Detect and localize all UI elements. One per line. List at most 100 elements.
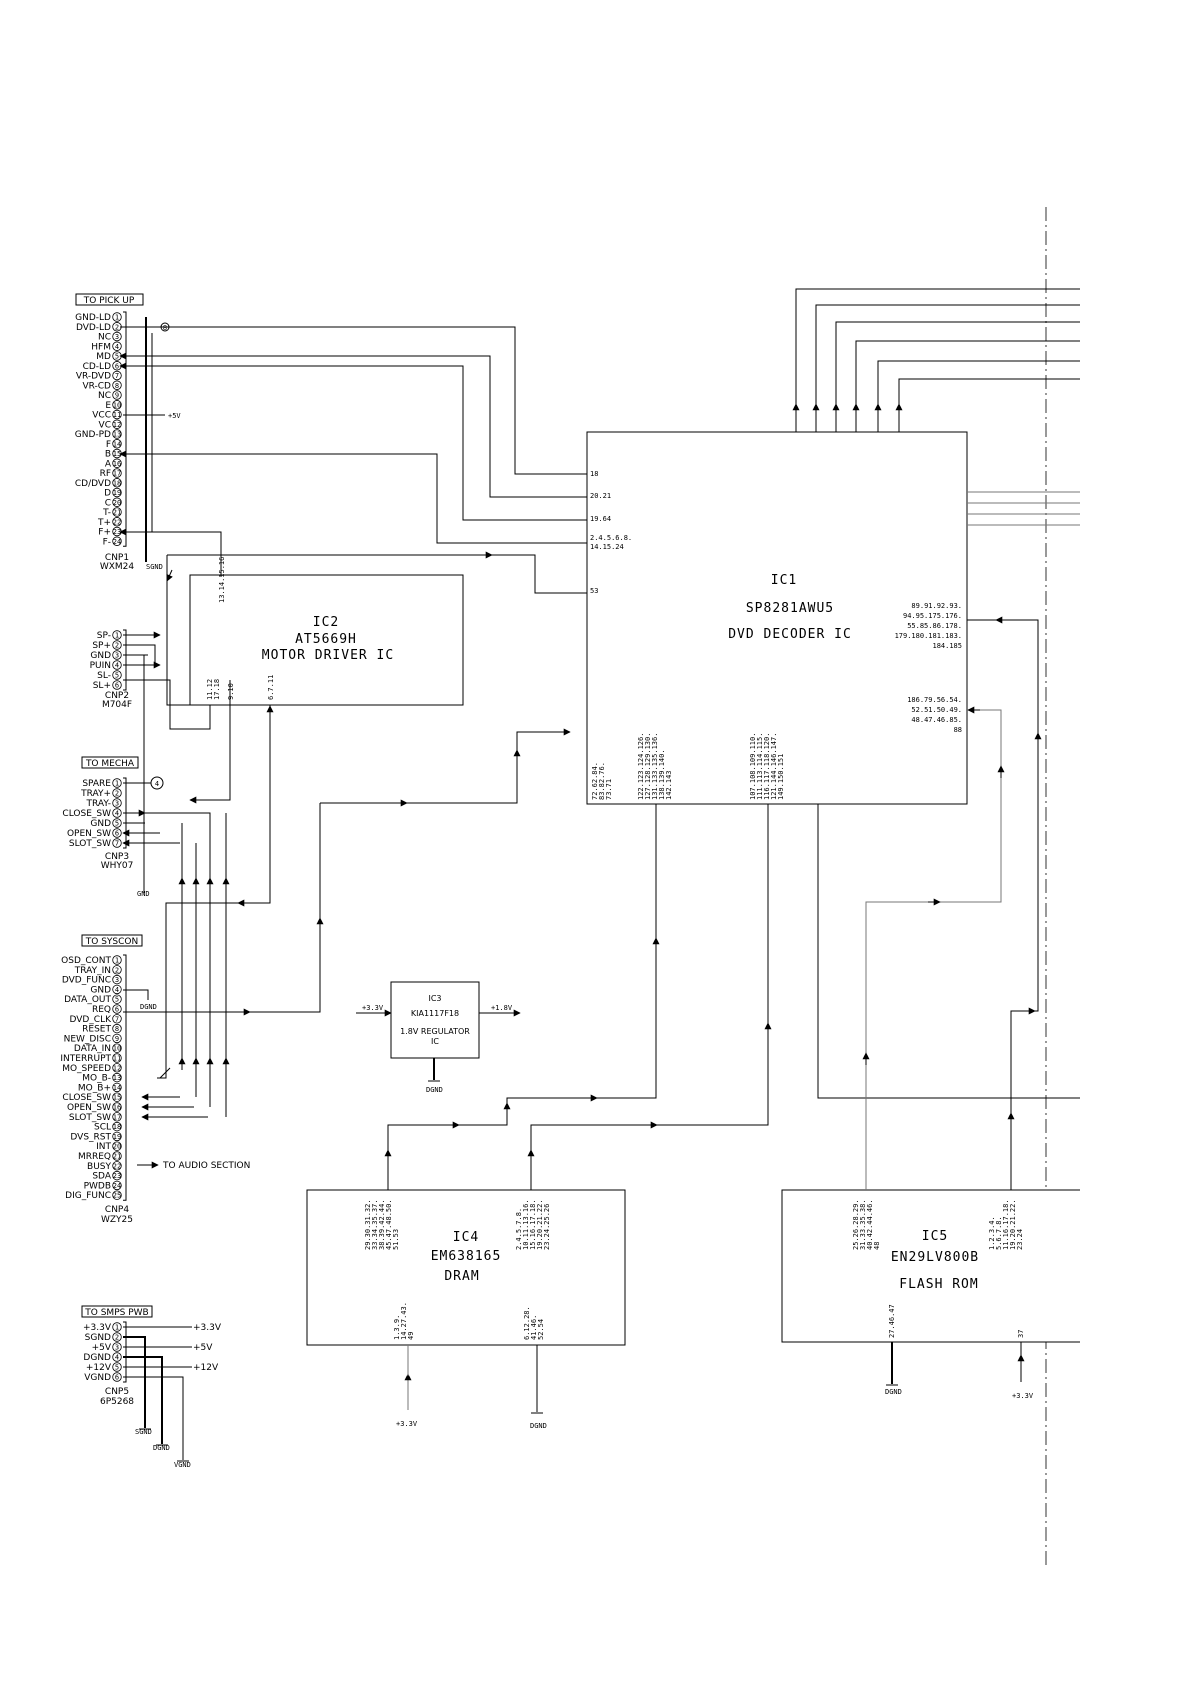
cnp4-pin-number-4: 4 xyxy=(115,986,119,994)
ic1-pin-bot-c3: 116.117.118.120. xyxy=(763,733,771,800)
cnp1-pin-number-20: 20 xyxy=(113,499,121,507)
cnp3-gnd-label: GND xyxy=(137,890,150,898)
cnp4-pin-circle-16 xyxy=(112,1102,122,1112)
cnp2-pin-label-1: SP- xyxy=(97,631,111,641)
cnp3-pin-number-3: 3 xyxy=(115,800,119,808)
cnp4-pin-label-25: DIG_FUNC xyxy=(65,1191,111,1201)
ic5-pins-d: 37 xyxy=(1017,1330,1025,1338)
ic5-pin-b5: 23.24 xyxy=(1016,1229,1024,1250)
ic1-pin-right-b2: 52.51.50.49. xyxy=(911,706,962,714)
cnp4-pin-number-24: 24 xyxy=(113,1182,121,1190)
cnp1-pin-label-17: RF xyxy=(100,469,111,479)
ic1-pin-right-a4: 179.180.181.183. xyxy=(895,632,962,640)
cnp4-pin-number-3: 3 xyxy=(115,976,119,984)
cnp4-pin-label-20: INT xyxy=(96,1142,111,1152)
cnp1-pin-label-4: HFM xyxy=(91,342,111,352)
ic5-pins-b: 1.2.3.4. 5.6.7.8. 11.16.17.18. 19.20.21.… xyxy=(988,1199,1024,1250)
ic1-pin-left-1: 18 xyxy=(590,470,598,478)
cnp5-name: CNP5 xyxy=(105,1387,129,1397)
cnp4-pin-circle-6 xyxy=(112,1004,122,1014)
cnp5-pin-circle-5 xyxy=(112,1362,122,1372)
cnp1-marker: 8 xyxy=(163,324,167,332)
cnp3-pin-circle-4 xyxy=(112,808,122,818)
cnp2-pin-circle-3 xyxy=(112,650,122,660)
cnp4-pin-circle-13 xyxy=(112,1072,122,1083)
cnp5-pin-number-3: 3 xyxy=(115,1344,119,1352)
ic2-pins-c: 17.18 xyxy=(213,679,221,700)
ic1-pin-bot-c1: 107.108.109.110. xyxy=(749,733,757,800)
cnp4-pin-number-14: 14 xyxy=(113,1084,121,1092)
cnp4-pin-circle-17 xyxy=(112,1112,122,1122)
ic4-vcc-label: +3.3V xyxy=(396,1420,418,1428)
ic5-pins-a: 25.26.28.29. 31.33.35.38. 40.42.44.46. 4… xyxy=(852,1199,881,1250)
ic2-ref: IC2 xyxy=(313,615,339,630)
cnp3-marker: 4 xyxy=(155,780,159,788)
cnp2-pin-circle-5 xyxy=(112,670,122,680)
cnp1-pin-number-4: 4 xyxy=(115,343,119,351)
ic1-pins-bottom-b: 122.123.124.126. 127.128.129.130. 131.13… xyxy=(637,733,673,800)
ic1-pins-bottom-a: 72.62.84. 83.82.76. 73.71 xyxy=(591,762,613,800)
cnp1-pin-number-3: 3 xyxy=(115,333,119,341)
ic4-pin-c1: 1.3.9. xyxy=(393,1315,401,1340)
cnp3-pin-label-3: TRAY- xyxy=(85,799,111,809)
cnp2-pin-label-4: PUIN xyxy=(90,661,111,671)
cnp1-pin-number-14: 14 xyxy=(113,440,121,448)
cnp4-pin-number-6: 6 xyxy=(115,1006,119,1014)
cnp1-pin-number-9: 9 xyxy=(115,392,119,400)
cnp2-pin-number-5: 5 xyxy=(115,672,119,680)
cnp1-pin-number-17: 17 xyxy=(113,470,121,478)
cnp3-pin-number-2: 2 xyxy=(115,790,119,798)
ic5-pin-a1: 25.26.28.29. xyxy=(852,1199,860,1250)
ic1-pin-left-4: 2.4.5.6.8. xyxy=(590,534,632,542)
ic4-pins-b: 2.4.5.7.8. 10.11.13.16. 15.16.17.18. 19.… xyxy=(515,1199,551,1250)
cnp5-pin-number-2: 2 xyxy=(115,1334,119,1342)
cnp5-pin-circle-1 xyxy=(112,1322,122,1332)
cnp4-pin-label-22: BUSY xyxy=(87,1162,111,1172)
cnp1-pin-label-10: E xyxy=(105,401,111,411)
cnp1-pin-number-22: 22 xyxy=(113,518,121,526)
cnp4-pin-label-13: MO_B- xyxy=(82,1074,111,1084)
cnp3-pin-number-1: 1 xyxy=(115,780,119,788)
cnp1-gnd-label: SGND xyxy=(146,563,163,571)
cnp1-pin-circle-3 xyxy=(112,331,122,342)
ic4-pins-d: 6.12.28. 41.46. 52.54 xyxy=(523,1306,545,1340)
ic1-pin-bot-c2: 111.113.114.115. xyxy=(756,733,764,800)
cnp4-pin-circle-2 xyxy=(112,965,122,975)
cnp2-pin-circle-4 xyxy=(112,660,122,670)
cnp4-pin-number-23: 23 xyxy=(113,1172,121,1180)
cnp1-pin-circle-14 xyxy=(112,439,122,449)
cnp4-pin-label-10: DATA_IN xyxy=(74,1044,111,1054)
ic4-pins-a: 29.30.31.32. 33.34.35.37. 38.39.42.44. 4… xyxy=(364,1199,400,1250)
cnp4-pin-label-15: CLOSE_SW xyxy=(62,1093,111,1103)
cnp4-audio-note: TO AUDIO SECTION xyxy=(162,1161,250,1171)
cnp4-pin-circle-19 xyxy=(112,1131,122,1142)
cnp3-pin-number-6: 6 xyxy=(115,830,119,838)
cnp4-pin-number-19: 19 xyxy=(113,1133,121,1141)
cnp1-pin-label-2: DVD-LD xyxy=(76,323,111,333)
cnp1-pin-number-11: 11 xyxy=(113,411,121,419)
ic1-pin-bot-c5: 149.150.151 xyxy=(777,754,785,800)
cnp1-pin-label-18: CD/DVD xyxy=(75,479,111,489)
cnp5-part: 6P5268 xyxy=(100,1397,134,1407)
ic4-pins-c: 1.3.9. 14.27.43. 49 xyxy=(393,1302,415,1340)
cnp1-pin-circle-18 xyxy=(112,478,122,488)
ic1-pin-right-b1: 186.79.56.54. xyxy=(907,696,962,704)
ic4-pin-c3: 49 xyxy=(407,1332,415,1340)
cnp1-pin-number-21: 21 xyxy=(113,509,121,517)
ic1-right-bus xyxy=(967,491,1080,526)
cnp4-pin-number-18: 18 xyxy=(113,1123,121,1131)
cnp1-pin-circle-9 xyxy=(112,390,122,400)
cnp2-pin-number-4: 4 xyxy=(115,662,119,670)
cnp4-pin-label-9: NEW_DISC xyxy=(64,1034,111,1044)
cnp5-gnd-1: SGND xyxy=(135,1428,152,1436)
cnp2-name: CNP2 xyxy=(105,691,129,701)
cnp1-pin-number-23: 23 xyxy=(113,528,121,536)
cnp1-pin-circle-10 xyxy=(112,400,122,410)
cnp2-pin-label-3: GND xyxy=(90,651,111,661)
cnp4-pin-label-19: DVS_RST xyxy=(70,1132,111,1142)
cnp5-pin-label-1: +3.3V xyxy=(83,1323,112,1333)
ic2-motor-driver: IC2 AT5669H MOTOR DRIVER IC 13.14.15.16 … xyxy=(189,557,464,706)
cnp1-pin-number-19: 19 xyxy=(113,489,121,497)
